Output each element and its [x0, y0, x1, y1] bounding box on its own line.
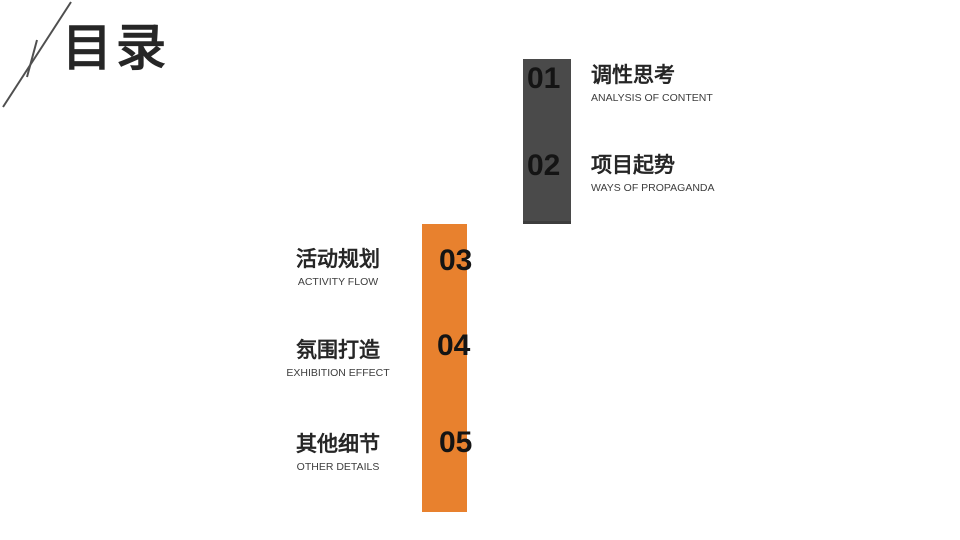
toc-number-03: 03: [439, 244, 473, 277]
toc-item-subtitle: OTHER DETAILS: [296, 461, 380, 473]
toc-item-activity-flow: 活动规划 ACTIVITY FLOW: [250, 246, 426, 289]
toc-item-analysis-of-content: 调性思考 ANALYSIS OF CONTENT: [591, 62, 713, 105]
toc-number-02: 02: [527, 149, 561, 182]
toc-number-05: 05: [439, 426, 473, 459]
toc-item-title: 活动规划: [296, 248, 380, 271]
toc-item-exhibition-effect: 氛围打造 EXHIBITION EFFECT: [250, 337, 426, 380]
toc-item-subtitle: ANALYSIS OF CONTENT: [591, 92, 713, 104]
toc-item-title: 其他细节: [296, 433, 380, 456]
toc-item-other-details: 其他细节 OTHER DETAILS: [250, 431, 426, 474]
diagonal-lines-decoration: [2, 1, 72, 108]
toc-item-title: 调性思考: [591, 64, 675, 87]
page-title: 目录: [62, 20, 170, 76]
toc-item-title: 项目起势: [591, 154, 675, 177]
toc-bar-dark: [523, 59, 571, 224]
toc-bar-orange: [422, 224, 467, 512]
toc-item-title: 氛围打造: [296, 339, 380, 362]
toc-item-subtitle: WAYS OF PROPAGANDA: [591, 182, 715, 194]
toc-number-04: 04: [437, 329, 471, 362]
toc-item-subtitle: EXHIBITION EFFECT: [286, 367, 390, 379]
toc-item-subtitle: ACTIVITY FLOW: [297, 276, 379, 288]
toc-item-ways-of-propaganda: 项目起势 WAYS OF PROPAGANDA: [591, 152, 715, 195]
toc-number-01: 01: [527, 62, 561, 95]
